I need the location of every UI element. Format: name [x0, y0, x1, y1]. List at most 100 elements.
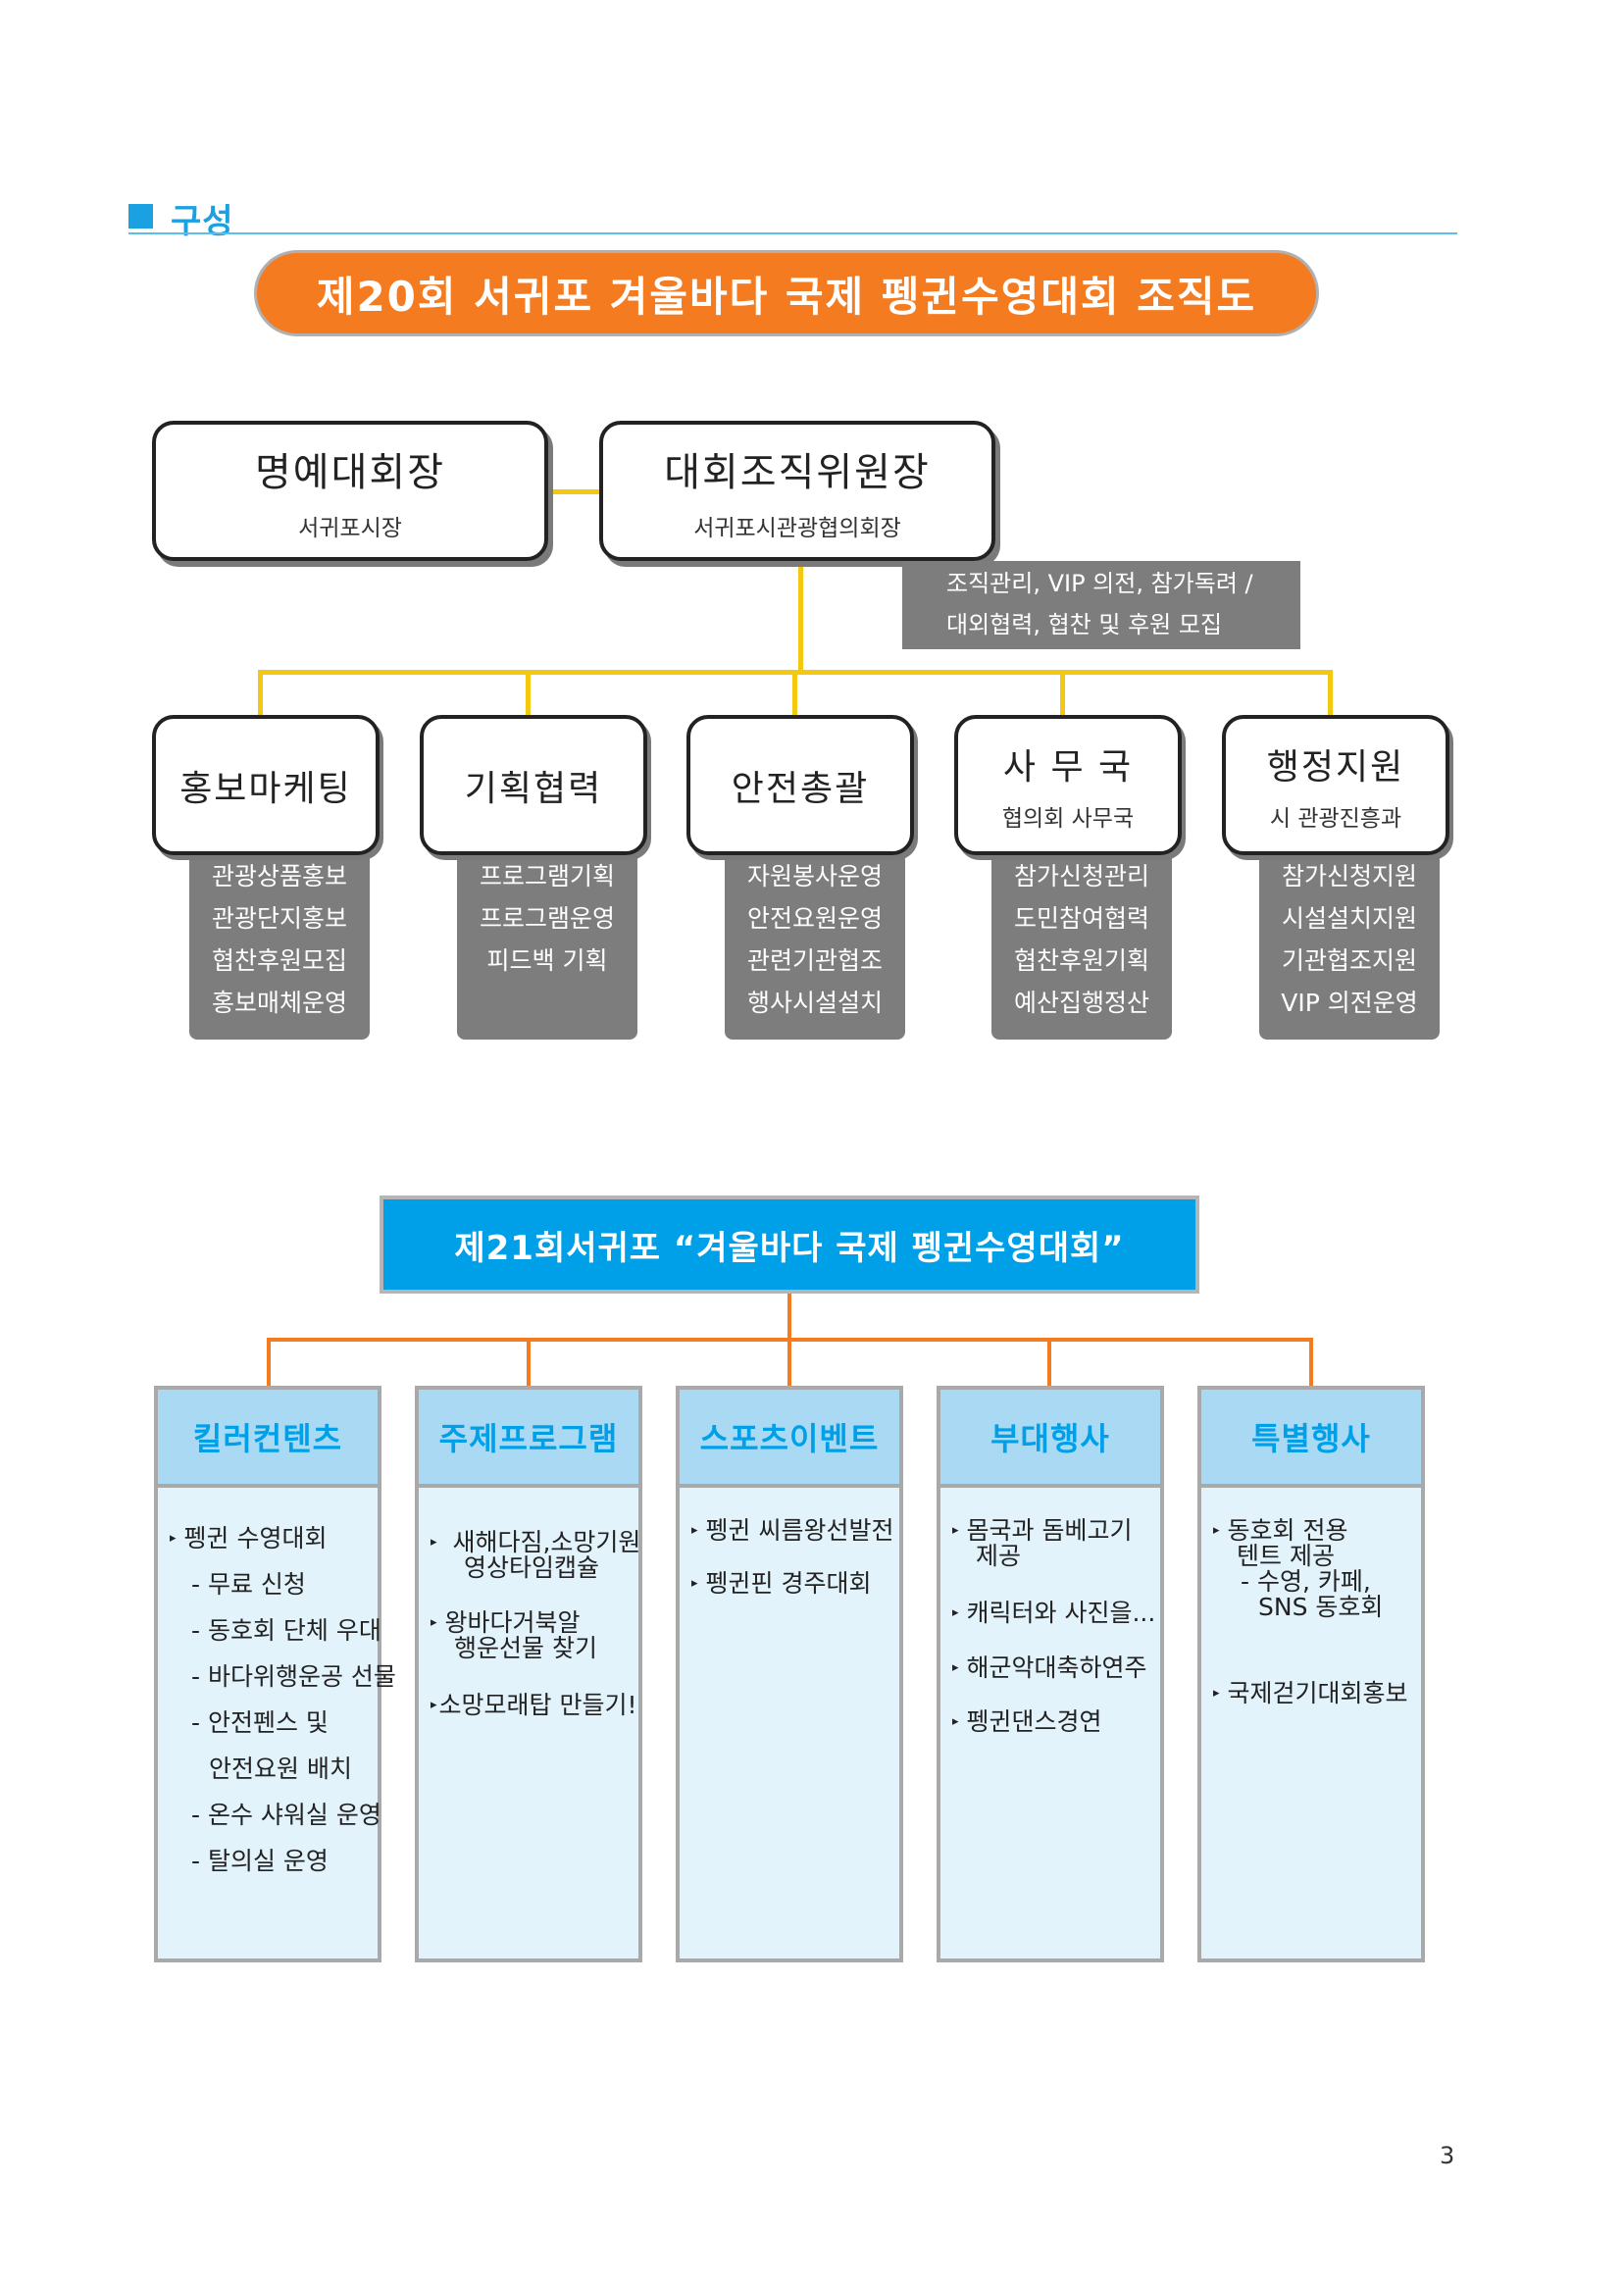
duty-item: 예산집행정산	[1013, 989, 1149, 1017]
column-head: 킬러컨텐츠	[158, 1390, 378, 1488]
team-title: 행정지원	[1266, 746, 1405, 788]
honorary-chair-box: 명예대회장 서귀포시장	[152, 421, 548, 561]
connector-col-1	[267, 1338, 271, 1388]
duty-item: 프로그램기획	[479, 862, 615, 890]
program-chart-title: 제21회서귀포 “겨울바다 국제 펭귄수영대회”	[380, 1195, 1199, 1294]
chair-note-line: 조직관리, VIP 의전, 참가독려 /	[946, 570, 1253, 597]
bullet-icon: ▸	[431, 1698, 437, 1712]
program-column-special-events: 특별행사 ▸동호회 전용 텐트 제공 - 수영, 카페, SNS 동호회 ▸국제…	[1197, 1386, 1425, 1962]
column-item: 안전요원 배치	[209, 1755, 352, 1783]
column-item: 제공	[976, 1542, 1022, 1570]
connector-col-4	[1047, 1338, 1051, 1388]
connector-team-3	[792, 670, 797, 717]
connector-team-2	[526, 670, 531, 717]
column-item: ▸몸국과 돔베고기	[952, 1516, 1133, 1545]
bullet-icon: ▸	[170, 1531, 177, 1546]
team-duties-marketing: 관광상품홍보 관광단지홍보 협찬후원모집 홍보매체운영	[189, 843, 370, 1040]
bullet-icon: ▸	[952, 1660, 959, 1675]
program-column-sports: 스포츠이벤트 ▸펭귄 씨름왕선발전 ▸펭귄핀 경주대회	[676, 1386, 903, 1962]
column-item: - 바다위행운공 선물	[191, 1662, 396, 1691]
column-item: SNS 동호회	[1258, 1593, 1384, 1621]
chair-note-line: 대외협력, 협찬 및 후원 모집	[946, 611, 1223, 638]
chair-title: 대회조직위원장	[664, 449, 931, 495]
team-title: 기획협력	[464, 768, 603, 809]
team-box-planning: 기획협력	[420, 715, 647, 855]
bullet-icon: ▸	[431, 1535, 437, 1550]
team-box-safety: 안전총괄	[686, 715, 914, 855]
column-item: 행운선물 찾기	[454, 1634, 597, 1662]
team-title: 사 무 국	[1002, 746, 1134, 788]
duty-item: 피드백 기획	[486, 946, 608, 975]
column-item: ▸펭귄댄스경연	[952, 1707, 1102, 1736]
connector-chair-trunk	[798, 552, 803, 672]
team-duties-secretariat: 참가신청관리 도민참여협력 협찬후원기획 예산집행정산	[991, 843, 1172, 1040]
duty-item: 자원봉사운영	[746, 862, 883, 890]
section-title: 구성	[171, 202, 234, 241]
chair-duties-note: 조직관리, VIP 의전, 참가독려 / 대외협력, 협찬 및 후원 모집	[902, 561, 1300, 649]
program-column-killer-content: 킬러컨텐츠 ▸펭귄 수영대회 - 무료 신청 - 동호회 단체 우대 - 바다위…	[154, 1386, 396, 1962]
team-duties-safety: 자원봉사운영 안전요원운영 관련기관협조 행사시설설치	[725, 843, 905, 1040]
column-item: 영상타임캡슐	[464, 1553, 600, 1582]
duty-item: 참가신청지원	[1281, 862, 1417, 890]
column-item: - 안전펜스 및	[191, 1708, 329, 1737]
chair-sub: 서귀포시관광협의회장	[693, 515, 901, 541]
bullet-icon: ▸	[1213, 1686, 1220, 1701]
duty-item: 협찬후원모집	[211, 946, 347, 975]
duty-item: 기관협조지원	[1281, 946, 1417, 975]
column-item: ▸캐릭터와 사진을...	[952, 1599, 1156, 1627]
duty-item: 관광상품홍보	[211, 862, 347, 890]
duty-item: 홍보매체운영	[211, 989, 347, 1017]
connector-team-1	[258, 670, 263, 717]
section-marker	[128, 204, 153, 229]
column-item: ▸펭귄핀 경주대회	[691, 1569, 872, 1598]
connector-team-4	[1060, 670, 1065, 717]
duty-item: 시설설치지원	[1281, 904, 1417, 933]
section-divider	[128, 232, 1457, 234]
column-item: ▸왕바다거북알	[431, 1608, 581, 1637]
connector-col-5	[1309, 1338, 1313, 1388]
chair-box: 대회조직위원장 서귀포시관광협의회장	[599, 421, 995, 561]
duty-item: 행사시설설치	[746, 989, 883, 1017]
column-item: ▸펭귄 수영대회	[170, 1524, 328, 1552]
program-column-theme: 주제프로그램 ▸ 새해다짐,소망기원 영상타임캡슐 ▸왕바다거북알 행운선물 찾…	[415, 1386, 642, 1962]
column-head: 주제프로그램	[419, 1390, 638, 1488]
bullet-icon: ▸	[952, 1714, 959, 1729]
program-column-side-events: 부대행사 ▸몸국과 돔베고기 제공 ▸캐릭터와 사진을... ▸해군악대축하연주…	[937, 1386, 1164, 1962]
team-duties-planning: 프로그램기획 프로그램운영 피드백 기획	[457, 843, 637, 1040]
page-number: 3	[1440, 2142, 1455, 2169]
connector-col-3	[787, 1338, 791, 1388]
duty-item: 도민참여협력	[1013, 904, 1149, 933]
bullet-icon: ▸	[691, 1576, 698, 1591]
column-head: 부대행사	[940, 1390, 1160, 1488]
column-item: ▸ 새해다짐,소망기원	[431, 1528, 641, 1556]
duty-item: 참가신청관리	[1013, 862, 1149, 890]
team-title: 홍보마케팅	[179, 768, 352, 809]
column-item: - 무료 신청	[191, 1570, 306, 1599]
column-item: ▸펭귄 씨름왕선발전	[691, 1516, 894, 1545]
bullet-icon: ▸	[691, 1523, 698, 1538]
team-sub: 시 관광진흥과	[1269, 805, 1402, 832]
column-item: ▸소망모래탑 만들기!	[431, 1691, 637, 1719]
bullet-icon: ▸	[952, 1605, 959, 1620]
connector-col-2	[527, 1338, 531, 1388]
duty-item: 관광단지홍보	[211, 904, 347, 933]
team-box-secretariat: 사 무 국 협의회 사무국	[954, 715, 1182, 855]
bullet-icon: ▸	[1213, 1523, 1220, 1538]
team-box-admin: 행정지원 시 관광진흥과	[1222, 715, 1449, 855]
team-duties-admin: 참가신청지원 시설설치지원 기관협조지원 VIP 의전운영	[1259, 843, 1440, 1040]
honorary-chair-title: 명예대회장	[255, 449, 445, 495]
column-head: 특별행사	[1201, 1390, 1421, 1488]
bullet-icon: ▸	[431, 1615, 437, 1630]
duty-item: 관련기관협조	[746, 946, 883, 975]
team-title: 안전총괄	[731, 768, 870, 809]
honorary-chair-sub: 서귀포시장	[298, 515, 402, 541]
duty-item: 안전요원운영	[746, 904, 883, 933]
connector-team-5	[1328, 670, 1333, 717]
duty-item: 프로그램운영	[479, 904, 615, 933]
column-item: ▸동호회 전용	[1213, 1516, 1348, 1545]
duty-item: VIP 의전운영	[1281, 989, 1418, 1017]
column-item: - 수영, 카페,	[1241, 1567, 1371, 1596]
duty-item: 협찬후원기획	[1013, 946, 1149, 975]
column-item: - 탈의실 운영	[191, 1847, 329, 1875]
team-sub: 협의회 사무국	[1001, 805, 1135, 832]
